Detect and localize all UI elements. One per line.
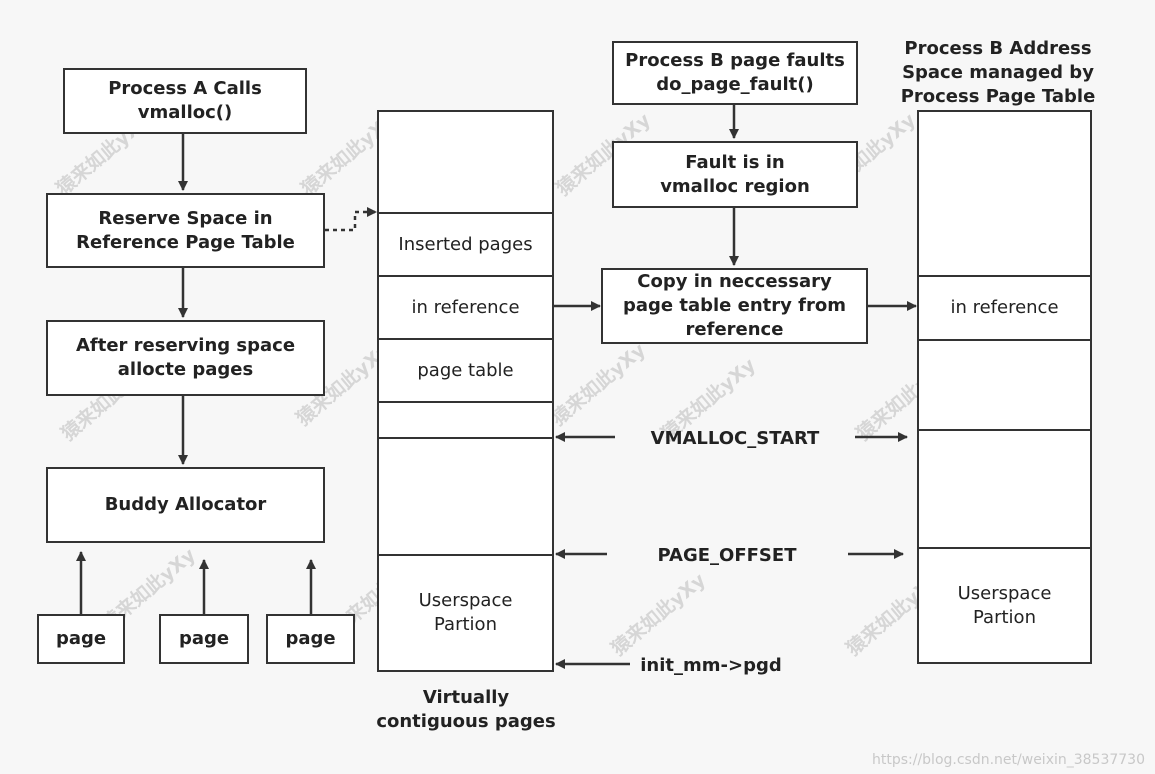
page-offset-label: PAGE_OFFSET (657, 545, 797, 566)
page-box: page (266, 614, 355, 664)
page-box: page (159, 614, 249, 664)
b-segment-top (919, 112, 1090, 275)
arrow-reserve-to-table (325, 207, 377, 232)
process-b-title: Process B Address Space managed by Proce… (900, 38, 1096, 107)
table-segment-top (379, 112, 552, 212)
inserted-pages-row: Inserted pages (379, 212, 552, 275)
table-segment-gap (379, 401, 552, 437)
reserve-space-box: Reserve Space in Reference Page Table (46, 193, 325, 268)
process-a-calls-box: Process A Calls vmalloc() (63, 68, 307, 134)
b-in-reference-row: in reference (919, 275, 1090, 339)
after-reserving-box: After reserving space allocte pages (46, 320, 325, 396)
reference-page-table: Inserted pages in reference page table U… (377, 110, 554, 672)
table-caption: Virtually contiguous pages (376, 687, 556, 732)
vmalloc-start-label: VMALLOC_START (650, 428, 820, 449)
page-box: page (37, 614, 125, 664)
userspace-partion-cell: Userspace Partion (379, 554, 552, 670)
page-table-row: page table (379, 338, 552, 401)
fault-region-box: Fault is in vmalloc region (612, 141, 858, 208)
b-segment-mid (919, 339, 1090, 429)
pgd-label: init_mm->pgd (640, 655, 782, 676)
buddy-allocator-box: Buddy Allocator (46, 467, 325, 543)
source-credit: https://blog.csdn.net/weixin_38537730 (871, 752, 1145, 768)
in-reference-row: in reference (379, 275, 552, 338)
b-userspace-partion-cell: Userspace Partion (919, 547, 1090, 662)
process-b-address-space: in reference Userspace Partion (917, 110, 1092, 664)
process-b-faults-box: Process B page faults do_page_fault() (612, 41, 858, 105)
table-segment-vmalloc (379, 437, 552, 554)
b-segment-vmalloc (919, 429, 1090, 547)
copy-entry-box: Copy in neccessary page table entry from… (601, 268, 868, 344)
